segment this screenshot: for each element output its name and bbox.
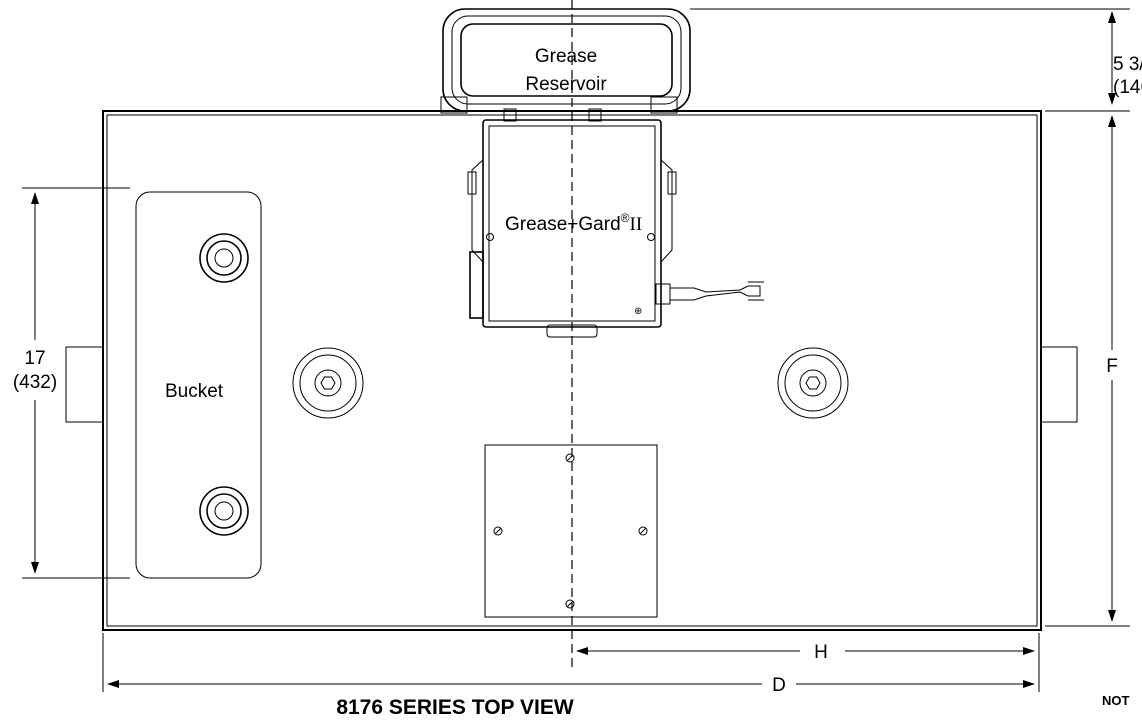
left-handle — [65, 346, 107, 423]
right-bolt — [777, 347, 849, 419]
reservoir-height-mm: (146) — [1113, 77, 1142, 98]
reservoir-label-line2: Reservoir — [525, 74, 607, 95]
bucket-label: Bucket — [165, 381, 224, 402]
half-width-dimension-h: H — [576, 633, 1040, 692]
half-width-label: H — [814, 642, 828, 663]
reservoir-label-line1: Grease — [535, 46, 597, 67]
bucket-fitting-bottom — [199, 486, 249, 536]
grease-reservoir: Grease Reservoir — [440, 8, 691, 114]
small-mark: ⊕ — [634, 306, 642, 317]
right-handle — [1038, 346, 1078, 423]
bucket-span-in: 17 — [24, 348, 45, 369]
drawing-title: 8176 SERIES TOP VIEW — [336, 696, 574, 719]
depth-dimension-f: F — [1045, 115, 1130, 627]
depth-label: F — [1106, 356, 1118, 377]
width-label: D — [772, 675, 786, 696]
bucket-span-dimension: 17 (432) — [13, 187, 130, 579]
reservoir-height-dimension: 5 3/4 (146) — [690, 8, 1142, 112]
bucket-fitting-top — [199, 233, 249, 283]
grease-gard-unit: Grease+Gard®II ⊕ — [467, 108, 764, 338]
bucket: Bucket — [135, 191, 262, 579]
note-label: NOT — [1102, 693, 1130, 708]
unit-label: Grease+Gard®II — [505, 211, 642, 235]
reservoir-height-in: 5 3/4 — [1113, 54, 1142, 75]
bucket-span-mm: (432) — [13, 372, 57, 393]
left-bolt — [292, 347, 364, 419]
width-dimension-d: D — [102, 633, 1035, 696]
